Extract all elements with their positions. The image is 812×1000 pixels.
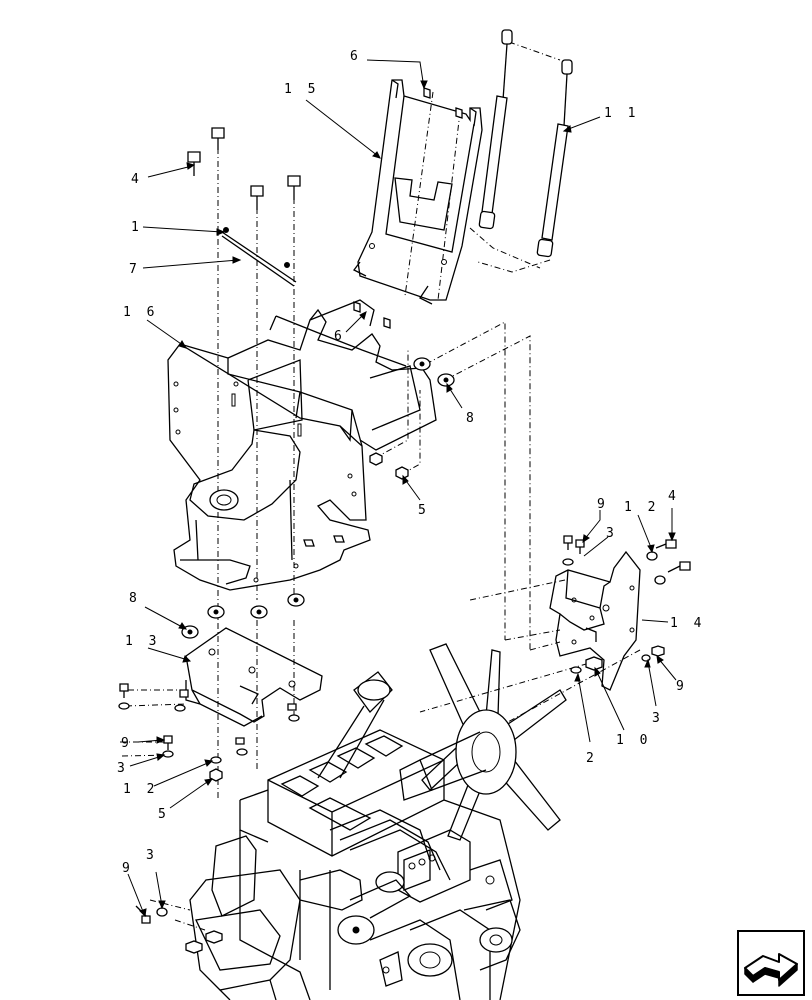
nuts: [209, 452, 409, 782]
callout-5-lower: 5: [158, 807, 170, 822]
gas-strut-right: [536, 59, 573, 258]
pin-rod: [221, 227, 297, 287]
callout-16: 1 6: [123, 305, 158, 320]
callout-12-left: 1 2: [123, 782, 158, 797]
callout-1: 1: [131, 220, 143, 235]
bolts-upper: [187, 127, 301, 210]
callout-5-upper: 5: [418, 503, 430, 518]
main-bracket-frame: [167, 299, 437, 591]
gas-strut-left: [478, 29, 513, 230]
lower-mount-plate: [185, 627, 323, 727]
upper-panel-bracket: [353, 79, 483, 305]
lower-fasteners-left: [118, 683, 300, 764]
callout-6-mid: 6: [334, 329, 346, 344]
callout-11: 1 1: [604, 106, 639, 121]
callout-6-top: 6: [350, 49, 362, 64]
callout-10: 1 0: [616, 733, 651, 748]
callout-2: 2: [586, 751, 598, 766]
rubber-mounts: [181, 357, 455, 639]
callout-3-right-top: 3: [606, 526, 618, 541]
next-page-button[interactable]: [737, 930, 805, 996]
studs: [353, 87, 463, 329]
callout-4-right: 4: [668, 489, 680, 504]
callout-4-left: 4: [131, 172, 143, 187]
leader-lines: [127, 59, 677, 918]
callout-3-left: 3: [117, 761, 129, 776]
right-side-bracket: [549, 550, 641, 691]
callout-9-right-low: 9: [676, 679, 688, 694]
callout-8-left: 8: [129, 591, 141, 606]
cooling-fan: [399, 643, 567, 841]
callout-13: 1 3: [125, 634, 160, 649]
callout-15: 1 5: [284, 82, 319, 97]
engine-assembly: [185, 671, 521, 1000]
callout-9-left: 9: [121, 736, 133, 751]
callout-8-right: 8: [466, 411, 478, 426]
callout-12-right: 1 2: [624, 500, 659, 515]
callout-14: 1 4: [670, 616, 705, 631]
callout-9-right-top: 9: [597, 497, 609, 512]
callout-7: 7: [129, 262, 141, 277]
construction-lines: [120, 41, 641, 931]
next-page-arrow-icon: [744, 953, 798, 987]
callout-labels: 6 1 5 1 1 4 1 7 1 6 6 8 5 9 3 1 2 4 1 4 …: [117, 49, 705, 876]
lower-fasteners-bottom: [135, 905, 168, 924]
callout-3-bottom: 3: [146, 848, 158, 863]
callout-3-right-low: 3: [652, 711, 664, 726]
callout-9-bottom: 9: [122, 861, 134, 876]
